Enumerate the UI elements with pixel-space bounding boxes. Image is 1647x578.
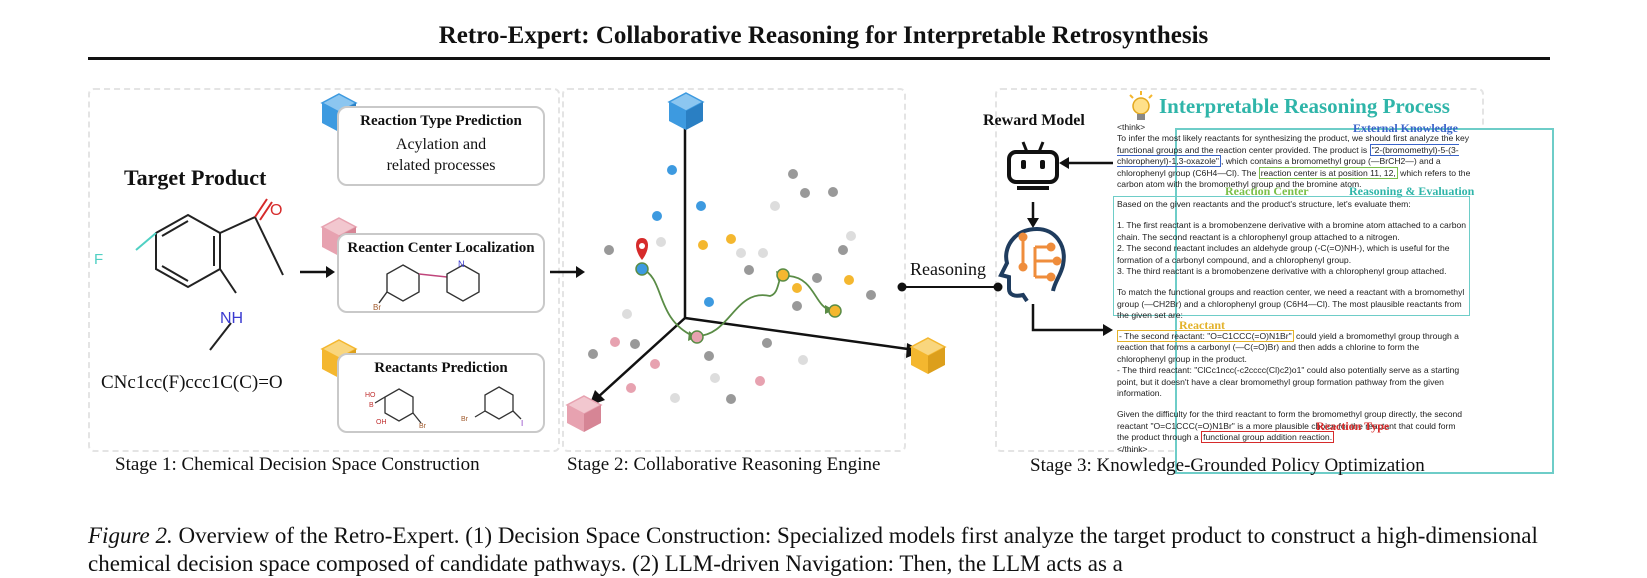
bromine-atom-2: Br — [419, 423, 427, 429]
stage3-arrows — [1027, 157, 1113, 336]
axis-cube-blue-icon — [667, 92, 705, 130]
reaction-center-highlight: reaction center is at position 11, 12, — [1258, 166, 1398, 179]
decision-space-plot — [565, 92, 947, 432]
product-highlight: "2-(bromomethyl)-5-(3-chlorophenyl)-1,3-… — [1117, 143, 1459, 168]
oxygen-atom: O — [270, 202, 282, 219]
reasoning-paragraph-7: Given the difficulty for the third react… — [1117, 409, 1463, 444]
reactants-box: Reactants Prediction B HO OH Br Br I — [337, 353, 545, 433]
reaction-center-title: Reaction Center Localization — [347, 240, 535, 256]
reasoning-item-1: 1. The first reactant is a bromobenzene … — [1117, 220, 1467, 242]
reaction-center-box: Reaction Center Localization Br N — [337, 233, 545, 313]
reasoning-arrow — [897, 282, 1003, 292]
reaction-type-line1: Acylation and — [395, 136, 487, 153]
hydroxyl-bottom: OH — [376, 419, 387, 426]
arrow-to-boxes — [300, 266, 335, 278]
target-smiles: CNc1cc(F)ccc1C(C)=O — [101, 372, 283, 393]
reasoning-item-2: 2. The second reactant includes an aldeh… — [1117, 243, 1450, 265]
stage2-label: Stage 2: Collaborative Reasoning Engine — [567, 454, 881, 475]
bromine-atom-1: Br — [373, 303, 381, 311]
location-pin-icon — [636, 238, 648, 260]
figure-caption: Figure 2. Overview of the Retro-Expert. … — [88, 522, 1558, 578]
reasoning-paragraph-5: - The second reactant: "O=C1CCC(=O)N1Br"… — [1117, 330, 1459, 364]
reasoning-body: Based on the given reactants and the pro… — [1117, 199, 1467, 322]
reactant-tag: Reactant — [1179, 318, 1225, 332]
reasoning-conclusion: - The second reactant: "O=C1CCC(=O)N1Br"… — [1117, 330, 1469, 455]
reasoning-label: Reasoning — [910, 259, 986, 279]
reaction-center-tag: Reaction Center — [1225, 184, 1309, 198]
reactant-highlight: - The second reactant: "O=C1CCC(=O)N1Br" — [1117, 330, 1294, 342]
stage1-panel — [88, 88, 560, 452]
think-close: </think> — [1117, 443, 1148, 454]
reward-model-label: Reward Model — [983, 112, 1085, 129]
target-product-title: Target Product — [124, 165, 267, 190]
axis-cube-pink-icon — [565, 395, 603, 432]
stage2-panel — [562, 88, 906, 452]
robot-icon — [1007, 141, 1059, 190]
reasoning-eval-box — [1113, 196, 1470, 316]
axis-cube-yellow-icon — [909, 337, 947, 374]
title-rule — [88, 57, 1550, 60]
figure-label: Figure 2. — [88, 523, 173, 548]
reasoning-paragraph-6: - The third reactant: "ClCc1ncc(-c2cccc(… — [1117, 365, 1460, 399]
external-knowledge-tag: External Knowledge — [1353, 121, 1458, 135]
target-molecule: F O NH — [94, 198, 284, 351]
reasoning-paragraph-4: To match the functional groups and react… — [1117, 287, 1465, 321]
page-title: Retro-Expert: Collaborative Reasoning fo… — [438, 22, 1209, 49]
boron-atom: B — [369, 402, 374, 409]
reaction-type-highlight: functional group addition reaction. — [1201, 431, 1335, 444]
lightbulb-icon — [1129, 91, 1153, 120]
reasoning-panel — [1175, 128, 1554, 474]
nh-atom: NH — [220, 310, 243, 327]
reasoning-paragraph-1: To infer the most likely reactants for s… — [1117, 133, 1471, 190]
think-open: <think> — [1117, 122, 1146, 132]
reaction-type-tag: Reaction Type — [1316, 419, 1390, 433]
reasoning-eval-tag: Reasoning & Evaluation — [1349, 184, 1475, 198]
bromine-atom-3: Br — [461, 416, 469, 423]
hydroxyl-top: HO — [365, 392, 376, 399]
reasoning-panel-title: Interpretable Reasoning Process — [1159, 94, 1450, 118]
reasoning-intro: <think> To infer the most likely reactan… — [1117, 122, 1472, 190]
nitrogen-atom-1: N — [458, 259, 465, 269]
fluorine-atom: F — [94, 251, 103, 268]
reaction-type-line2: related processes — [386, 157, 496, 174]
stage1-label: Stage 1: Chemical Decision Space Constru… — [115, 454, 480, 475]
reasoning-item-3: 3. The third reactant is a bromobenzene … — [1117, 266, 1447, 277]
arrow-to-stage2 — [550, 266, 585, 278]
caption-text: Overview of the Retro-Expert. (1) Decisi… — [88, 523, 1538, 576]
reaction-type-box: Reaction Type Prediction Acylation and r… — [337, 106, 545, 186]
brain-head-icon — [998, 227, 1066, 303]
reaction-type-title: Reaction Type Prediction — [360, 113, 522, 129]
reactants-molecules: B HO OH Br Br I — [365, 386, 523, 429]
stage3-label: Stage 3: Knowledge-Grounded Policy Optim… — [1030, 455, 1425, 476]
iodine-atom: I — [521, 419, 523, 428]
reasoning-paragraph-2: Based on the given reactants and the pro… — [1117, 199, 1411, 209]
reaction-center-molecule: Br N — [373, 259, 480, 311]
reactants-title: Reactants Prediction — [374, 360, 508, 376]
